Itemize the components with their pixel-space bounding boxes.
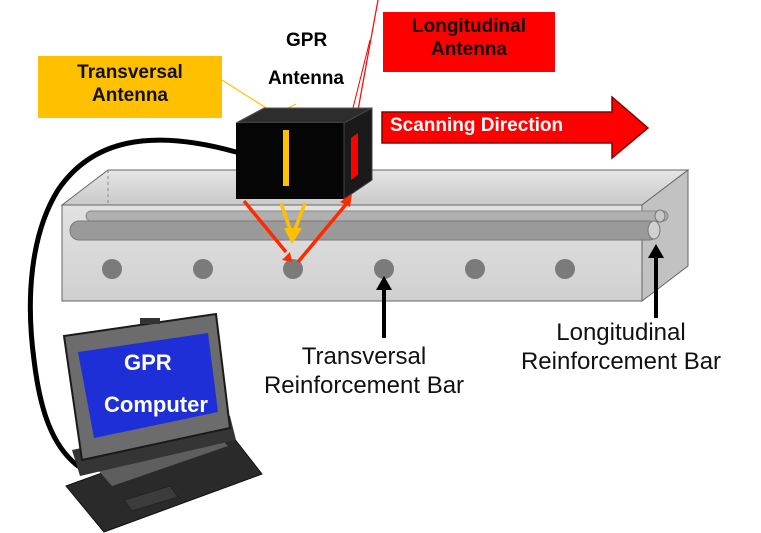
longitudinal-bar-label-line2: Reinforcement Bar [520,348,722,375]
longitudinal-antenna-leader-a [357,0,379,111]
longitudinal-antenna-label-line1: Longitudinal [412,16,526,37]
laptop-screen-line2: Computer [104,392,208,417]
laptop-screen-line1: GPR [124,350,172,375]
gpr-antenna-title: GPR Antenna [268,30,368,90]
scanning-direction-arrow [381,95,650,160]
longitudinal-reinforcement-bar [69,209,669,241]
transversal-antenna-label-line2: Antenna [92,85,168,106]
longitudinal-antenna-leader-b [351,39,371,113]
longitudinal-antenna-label-line2: Antenna [431,39,507,60]
longitudinal-bar-label-line1: Longitudinal [556,319,686,346]
cable [27,137,239,469]
transversal-bar-label-line2: Reinforcement Bar [263,372,465,399]
gpr-signal-rays [242,194,352,264]
longitudinal-bar-pointer-arrow [648,244,664,318]
transversal-bar-label-line1: Transversal [301,343,427,370]
scanning-direction-label: Scanning Direction [390,115,564,136]
transversal-bar-pointer-arrow [376,276,392,338]
gpr-antenna-title-line2: Antenna [268,68,344,89]
longitudinal-bar-label: Longitudinal Reinforcement Bar [496,318,746,376]
transversal-antenna-label: Transversal Antenna [38,56,222,118]
transversal-bar-label: Transversal Reinforcement Bar [236,342,492,400]
laptop [62,312,263,533]
longitudinal-antenna-label: Longitudinal Antenna [383,12,555,72]
transversal-reinforcement-bars [102,259,575,279]
gpr-antenna-title-line1: GPR [286,30,328,51]
transversal-antenna-label-line1: Transversal [77,62,183,83]
gpr-antenna-cube [235,107,373,200]
